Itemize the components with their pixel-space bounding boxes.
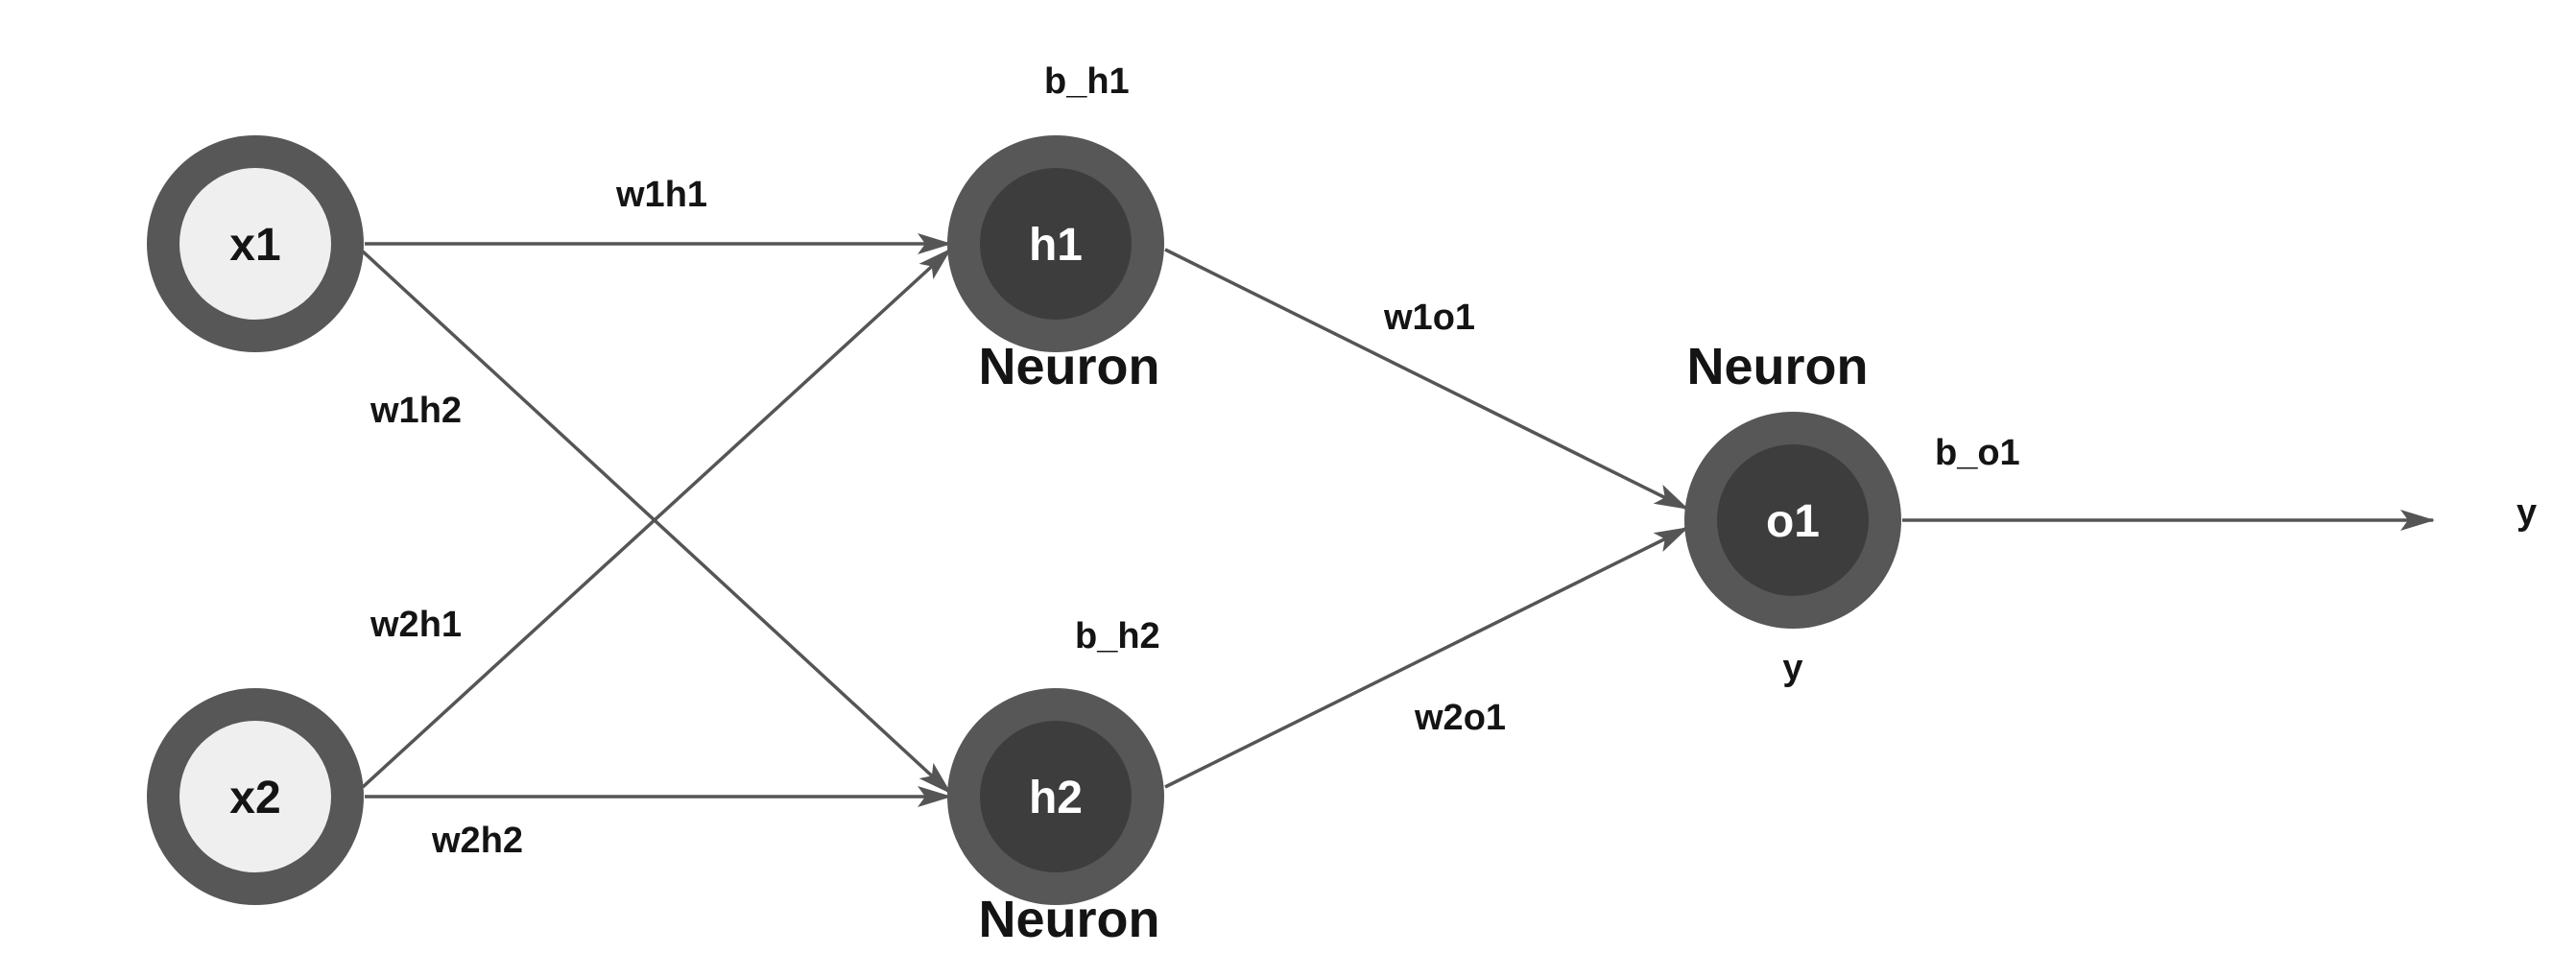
fill (1717, 444, 1869, 596)
weight-label-w1h2: w1h2 (370, 391, 462, 431)
input-node-x2: x2 (147, 688, 364, 905)
edges (361, 233, 2435, 807)
edge-x1-h2 (361, 250, 952, 795)
fill (179, 721, 331, 872)
output-label-arrow-end: y (2516, 492, 2537, 533)
neuron-caption-o1: Neuron (1687, 338, 1869, 395)
edge-h2-o1 (1164, 526, 1689, 789)
edge-h1-o1 (1164, 248, 1689, 511)
weight-label-w2h1: w2h1 (370, 605, 462, 645)
node-label-x2: x2 (229, 773, 280, 823)
bias-label-b-o1: b_o1 (1935, 433, 2020, 473)
hidden-node-h2: h2 (947, 688, 1164, 905)
edge-x2-h1 (361, 248, 952, 789)
weight-label-w2o1: w2o1 (1414, 698, 1506, 738)
node-label-o1: o1 (1766, 496, 1820, 547)
output-label-below-o1: y (1782, 648, 1802, 688)
fill (980, 721, 1132, 872)
input-node-x1: x1 (147, 135, 364, 352)
node-label-h1: h1 (1029, 220, 1083, 271)
output-node-o1: o1 (1684, 412, 1901, 629)
bias-label-b-h2: b_h2 (1075, 616, 1160, 656)
weight-label-w2h2: w2h2 (431, 821, 523, 861)
bias-label-b-h1: b_h1 (1044, 61, 1130, 102)
hidden-node-h1: h1 (947, 135, 1164, 352)
neuron-caption-h1: Neuron (979, 338, 1160, 395)
weight-label-w1h1: w1h1 (615, 175, 707, 215)
neuron-caption-h2: Neuron (979, 891, 1160, 948)
node-label-h2: h2 (1029, 773, 1083, 823)
fill (179, 168, 331, 320)
node-label-x1: x1 (229, 220, 280, 271)
fill (980, 168, 1132, 320)
weight-label-w1o1: w1o1 (1383, 298, 1475, 338)
